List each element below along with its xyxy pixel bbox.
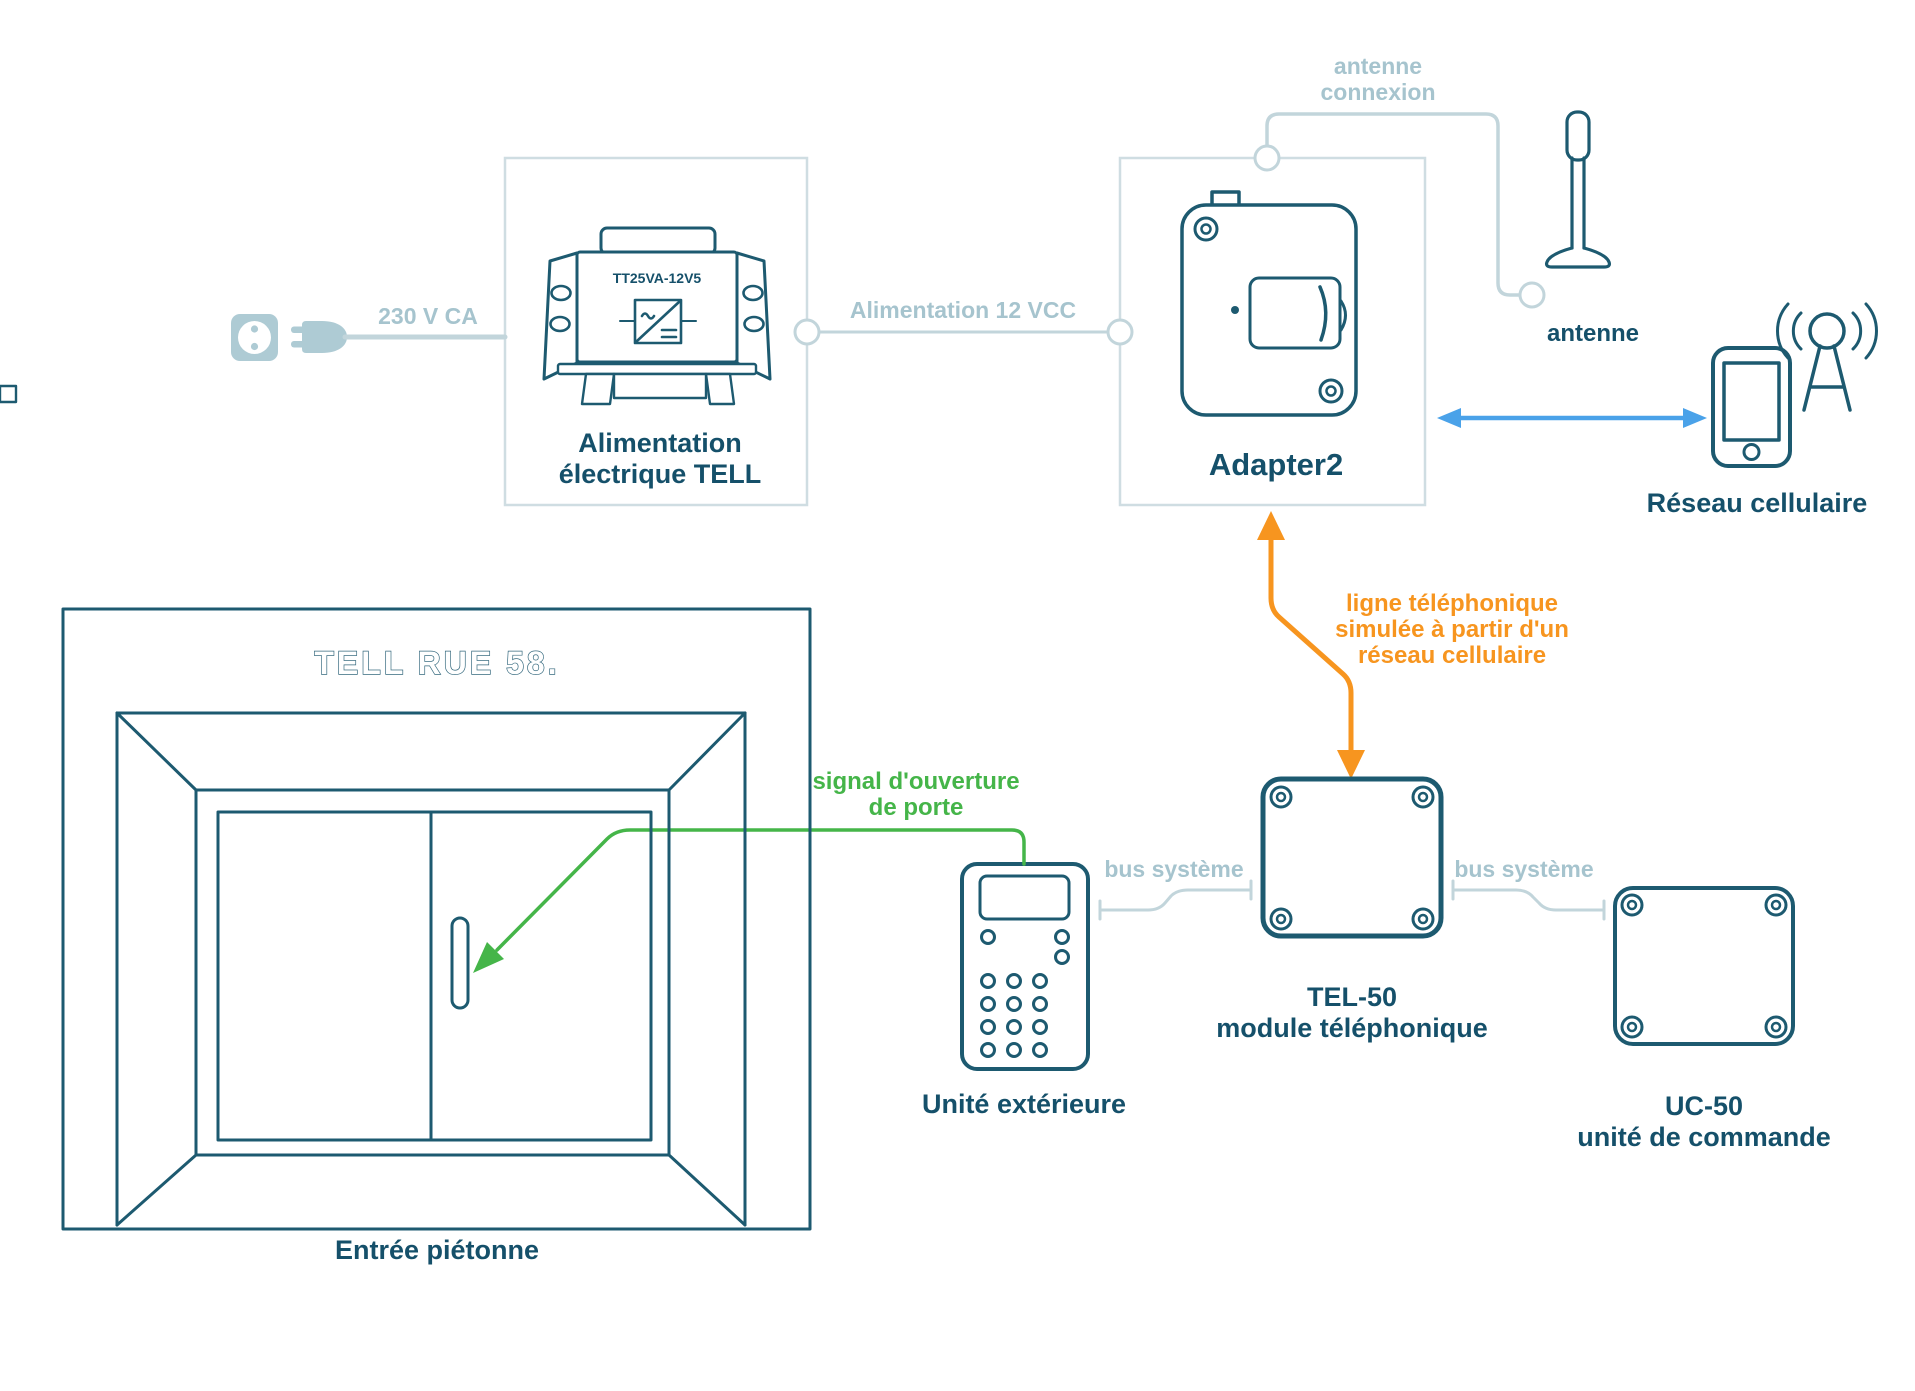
power-plug-icon xyxy=(291,321,347,353)
door-signal-arrow xyxy=(473,828,1026,973)
label-power-supply-2: électrique TELL xyxy=(559,459,762,489)
outdoor-unit-icon xyxy=(960,862,1090,1071)
label-outdoor-unit: Unité extérieure xyxy=(922,1089,1126,1119)
cell-tower-icon xyxy=(1776,302,1878,412)
bus-link-left xyxy=(1098,879,1253,921)
smartphone-icon xyxy=(1711,346,1792,468)
label-door-signal-2: de porte xyxy=(869,794,964,821)
label-power-supply-1: Alimentation xyxy=(578,428,742,458)
entrance-door-icon xyxy=(61,607,812,1231)
label-phone-line-note-2: simulée à partir d'un xyxy=(1335,616,1569,643)
adapter2-icon xyxy=(1180,190,1358,417)
node-power-out xyxy=(793,318,821,346)
power-outlet-icon xyxy=(231,314,278,361)
label-phone-line-note-3: réseau cellulaire xyxy=(1358,642,1546,669)
label-cellular-network: Réseau cellulaire xyxy=(1647,488,1868,518)
tel50-icon xyxy=(1260,776,1444,939)
label-door-signal-1: signal d'ouverture xyxy=(812,768,1019,795)
node-antenna xyxy=(1518,281,1546,309)
label-antenna-connexion-2: connexion xyxy=(1320,79,1435,105)
simulated-line-arrow xyxy=(1257,511,1365,779)
node-adapter-in xyxy=(1106,318,1134,346)
label-antenna: antenne xyxy=(1547,320,1639,347)
label-antenna-connexion-1: antenne xyxy=(1334,53,1422,79)
label-entrance: Entrée piétonne xyxy=(335,1235,539,1265)
label-bus-left: bus système xyxy=(1104,856,1243,882)
antenna-cable xyxy=(1265,112,1523,297)
label-tel50-2: module téléphonique xyxy=(1216,1013,1488,1043)
label-adapter-name: Adapter2 xyxy=(1209,447,1343,482)
antenna-icon xyxy=(1544,110,1612,269)
label-mains-voltage: 230 V CA xyxy=(378,303,478,329)
label-uc50-1: UC-50 xyxy=(1665,1091,1743,1121)
label-bus-right: bus système xyxy=(1454,856,1593,882)
label-uc50-2: unité de commande xyxy=(1577,1122,1831,1152)
power-supply-icon: TT25VA-12V5 xyxy=(0,226,772,406)
cellular-link-arrow xyxy=(1437,408,1707,428)
uc50-icon xyxy=(1613,886,1795,1046)
label-phone-line-note-1: ligne téléphonique xyxy=(1346,590,1558,617)
label-power-supply-model: TT25VA-12V5 xyxy=(613,270,702,286)
label-tel50-1: TEL-50 xyxy=(1307,982,1397,1012)
node-adapter-antenna xyxy=(1253,144,1281,172)
door-sign-text: TELL RUE 58. xyxy=(314,645,559,681)
label-supply-12v: Alimentation 12 VCC xyxy=(850,297,1076,323)
bus-link-right xyxy=(1451,879,1606,921)
